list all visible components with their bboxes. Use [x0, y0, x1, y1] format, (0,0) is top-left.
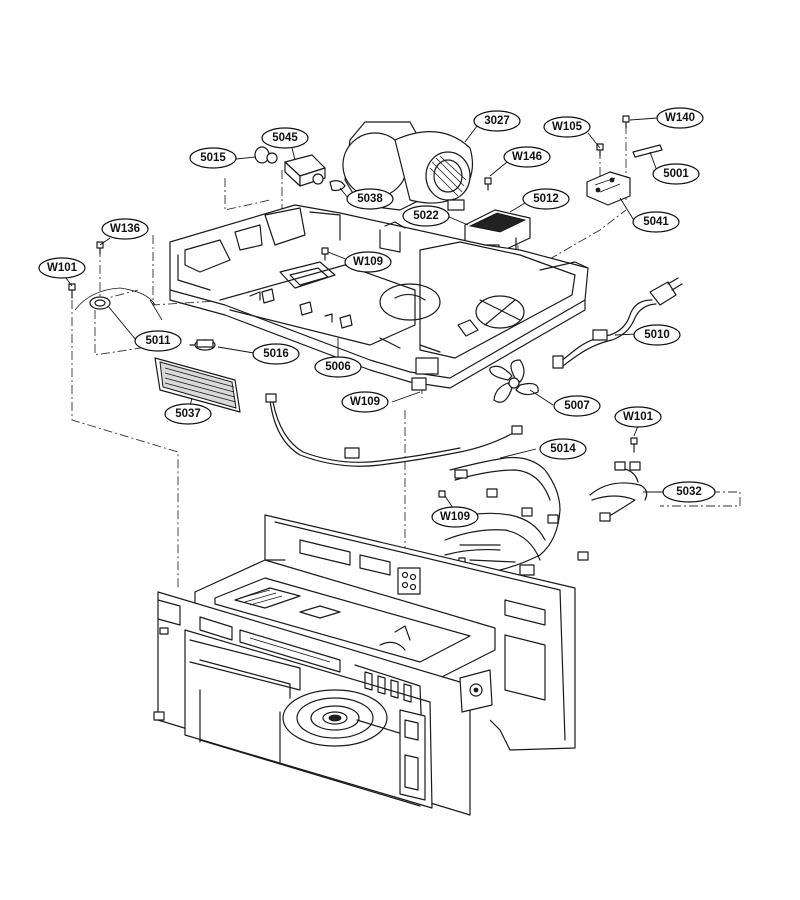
callout-5041-text: 5041: [643, 216, 669, 228]
callout-5007-text: 5007: [564, 400, 590, 412]
callout-5038-text: 5038: [357, 193, 383, 205]
callout-w109-bottom-text: W109: [440, 511, 470, 523]
callout-5032: 5032: [662, 481, 716, 503]
callout-w109-mid: W109: [341, 391, 389, 413]
callout-5022-text: 5022: [413, 210, 439, 222]
callout-w146-text: W146: [512, 151, 542, 163]
callout-labels: 3027 W105 W140 5045 5015 W146 5001 5038 …: [38, 107, 716, 528]
callout-3027: 3027: [473, 110, 521, 132]
callout-w146: W146: [503, 146, 551, 168]
grease-filter-5037: [154, 357, 241, 413]
callout-5014: 5014: [539, 438, 587, 460]
callout-w101-right: W101: [614, 406, 662, 428]
callout-5015: 5015: [189, 147, 237, 169]
callout-5001-text: 5001: [663, 168, 689, 180]
microwave-cavity: [153, 514, 576, 816]
callout-5041: 5041: [632, 211, 680, 233]
power-cord-5010: [552, 277, 683, 369]
thermostat-and-screws: [68, 241, 329, 351]
callout-5012-text: 5012: [533, 193, 559, 205]
lamp-and-socket: [254, 146, 346, 192]
callout-5016-text: 5016: [263, 348, 289, 360]
callout-w136-text: W136: [110, 223, 140, 235]
callout-3027-text: 3027: [484, 115, 510, 127]
callout-w105-text: W105: [552, 121, 583, 133]
callout-5011-text: 5011: [146, 335, 172, 347]
callout-5001: 5001: [652, 163, 700, 185]
callout-5006: 5006: [314, 356, 362, 378]
callout-5011: 5011: [134, 330, 182, 352]
blower-fan-assembly: [342, 121, 473, 211]
callout-5045-text: 5045: [272, 132, 298, 144]
cord-and-board-parts: [484, 115, 663, 206]
callout-5032-text: 5032: [676, 486, 702, 498]
callout-5015-text: 5015: [200, 152, 226, 164]
callout-5022: 5022: [402, 205, 450, 227]
callout-w109-top-text: W109: [353, 256, 383, 268]
callout-5010-text: 5010: [644, 329, 670, 341]
callout-5010: 5010: [633, 324, 681, 346]
callout-5045: 5045: [261, 127, 309, 149]
callout-w101-left-text: W101: [47, 262, 78, 274]
fan-blade-5007: [489, 359, 539, 403]
callout-5014-text: 5014: [550, 443, 576, 455]
callout-5016: 5016: [252, 343, 300, 365]
callout-w105: W105: [543, 116, 591, 138]
callout-w136: W136: [101, 218, 149, 240]
callout-5037-text: 5037: [175, 408, 201, 420]
callout-w140: W140: [656, 107, 704, 129]
base-frame-5006: [169, 204, 589, 391]
callout-w101-left: W101: [38, 257, 86, 279]
callout-w140-text: W140: [665, 112, 695, 124]
callout-5038: 5038: [346, 188, 394, 210]
callout-5037: 5037: [164, 403, 212, 425]
callout-5012: 5012: [522, 188, 570, 210]
callout-w109-mid-text: W109: [350, 396, 380, 408]
callout-5007: 5007: [553, 395, 601, 417]
callout-5006-text: 5006: [325, 361, 351, 373]
callout-w109-bottom: W109: [431, 506, 479, 528]
callout-w101-right-text: W101: [623, 411, 654, 423]
lead-wires-5032: [589, 437, 648, 522]
callout-w109-top: W109: [344, 251, 392, 273]
